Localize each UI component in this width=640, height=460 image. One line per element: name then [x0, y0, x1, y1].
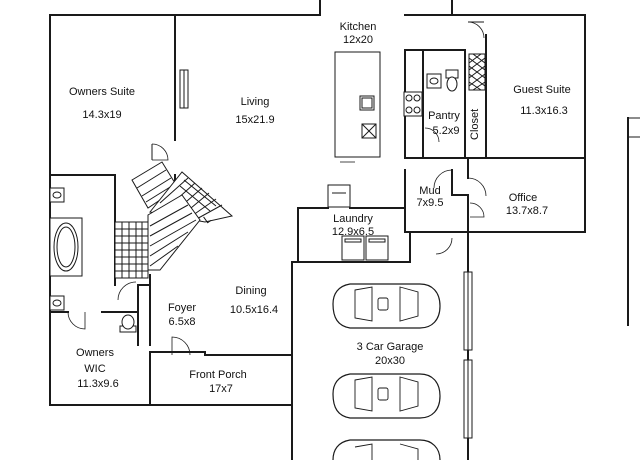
- stairs: L: [114, 161, 234, 279]
- room-name-office: Office: [509, 192, 538, 204]
- room-size-pantry: 5.2x9: [433, 125, 460, 137]
- laundry-fixtures: [327, 184, 389, 261]
- room-size-living: 15x21.9: [235, 114, 274, 126]
- room-name-pantry: Pantry: [428, 110, 460, 122]
- room-size-kitchen: 12x20: [343, 34, 373, 46]
- room-size-owners-suite: 14.3x19: [82, 109, 121, 121]
- room-size-guest-suite: 11.3x16.3: [520, 105, 568, 117]
- room-name-closet: Closet: [469, 109, 481, 140]
- walls: [49, 0, 640, 460]
- car-2: [332, 373, 441, 419]
- room-name-foyer: Foyer: [168, 302, 196, 314]
- room-name-dining: Dining: [235, 285, 266, 297]
- room-name-living: Living: [241, 96, 270, 108]
- room-size-garage: 20x30: [375, 355, 405, 367]
- stair-marker: L: [202, 213, 214, 226]
- room-name-kitchen: Kitchen: [340, 21, 377, 33]
- pantry-sink-icon: [426, 73, 442, 89]
- garage-cars: [332, 283, 441, 460]
- room-name-front-porch: Front Porch: [189, 369, 246, 381]
- doors: [67, 21, 487, 356]
- car-3: [332, 439, 441, 460]
- room-size-owners-wic: 11.3x9.6: [77, 378, 118, 390]
- room-name-laundry: Laundry: [333, 213, 373, 225]
- owners-wic-line-2: WIC: [84, 363, 105, 375]
- owners-bath-fixtures: [49, 187, 137, 333]
- vanity-sink-bottom: [49, 295, 65, 311]
- room-size-foyer: 6.5x8: [169, 316, 196, 328]
- vanity-sink-top: [49, 187, 65, 203]
- room-labels: Kitchen 12x20 Owners Suite 14.3x19 Livin…: [69, 21, 571, 395]
- room-name-owners-suite: Owners Suite: [69, 86, 135, 98]
- room-name-garage: 3 Car Garage: [357, 341, 424, 353]
- room-size-dining: 10.5x16.4: [230, 304, 278, 316]
- car-1: [332, 283, 441, 329]
- room-size-laundry: 12.9x6.5: [332, 226, 374, 238]
- room-size-mud: 7x9.5: [417, 197, 444, 209]
- laundry-counter: [327, 184, 351, 208]
- room-size-office: 13.7x8.7: [506, 205, 548, 217]
- kitchen-fixtures: [334, 51, 486, 158]
- room-name-guest-suite: Guest Suite: [513, 84, 570, 96]
- room-size-front-porch: 17x7: [209, 383, 233, 395]
- windows: [179, 69, 473, 439]
- owners-wic-line-1: Owners: [76, 347, 114, 359]
- room-name-mud: Mud: [419, 185, 440, 197]
